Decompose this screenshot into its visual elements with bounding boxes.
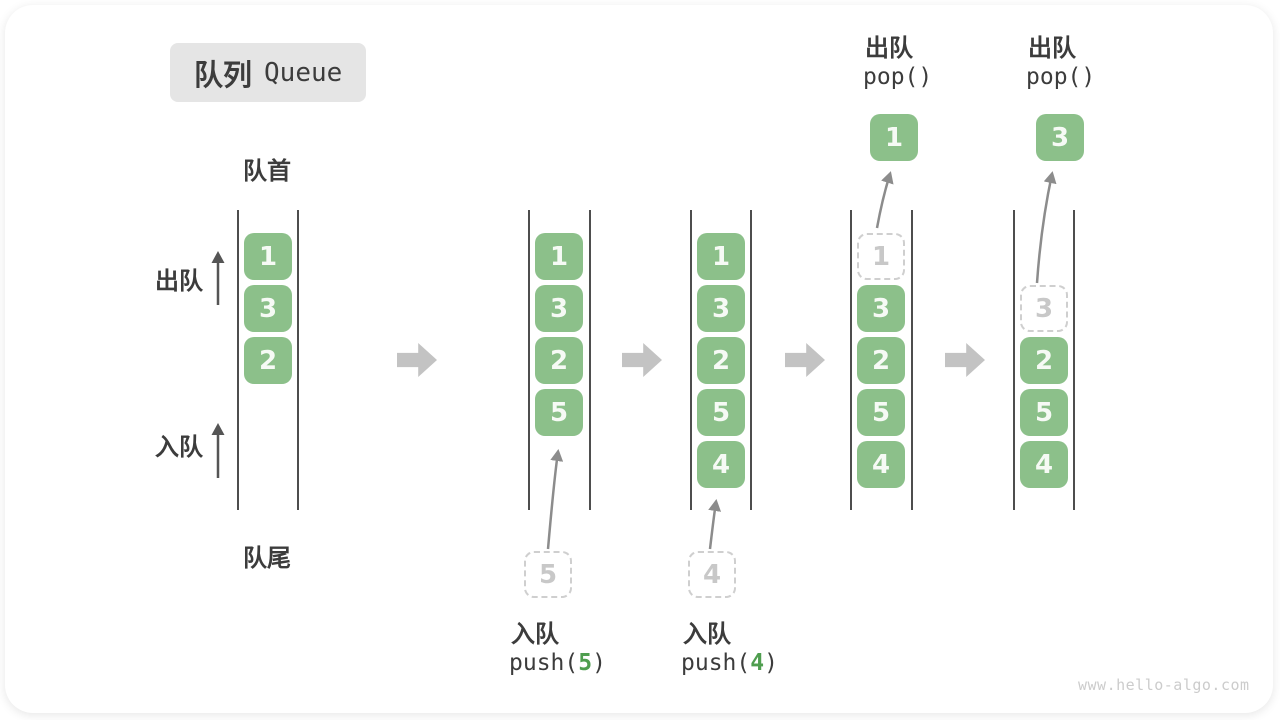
queue-cell: 2 xyxy=(1020,337,1068,384)
queue-cell: 1 xyxy=(697,233,745,280)
code-close: ) xyxy=(764,650,778,676)
queue-wall xyxy=(850,210,852,510)
code-close: ) xyxy=(592,650,606,676)
watermark: www.hello-algo.com xyxy=(1078,676,1250,694)
ghost-cell: 1 xyxy=(857,233,905,280)
popped-cell: 1 xyxy=(870,114,918,161)
title-en: Queue xyxy=(264,57,343,88)
queue-cell: 5 xyxy=(535,389,583,436)
queue-wall xyxy=(589,210,591,510)
title-zh: 队列 xyxy=(194,57,253,92)
queue-wall xyxy=(297,210,299,510)
queue-cell: 3 xyxy=(244,285,292,332)
queue-wall xyxy=(528,210,530,510)
label-enqueue-op: 入队 xyxy=(683,620,731,648)
ghost-cell: 3 xyxy=(1020,285,1068,332)
code-arg: 4 xyxy=(750,650,765,676)
pending-cell: 5 xyxy=(524,551,572,598)
label-dequeue-op: 出队 xyxy=(865,34,913,62)
queue-wall xyxy=(911,210,913,510)
code-push: push(5) xyxy=(509,650,606,676)
queue-cell: 4 xyxy=(857,441,905,488)
code-fn: push( xyxy=(509,650,579,676)
queue-cell: 5 xyxy=(857,389,905,436)
code-arg: 5 xyxy=(578,650,593,676)
label-dequeue-op: 出队 xyxy=(1028,34,1076,62)
queue-wall xyxy=(1073,210,1075,510)
title-box: 队列 Queue xyxy=(170,43,367,102)
popped-cell: 3 xyxy=(1036,114,1084,161)
queue-wall xyxy=(237,210,239,510)
queue-cell: 5 xyxy=(1020,389,1068,436)
queue-cell: 2 xyxy=(857,337,905,384)
queue-cell: 3 xyxy=(697,285,745,332)
queue-cell: 2 xyxy=(697,337,745,384)
queue-cell: 3 xyxy=(535,285,583,332)
queue-cell: 4 xyxy=(1020,441,1068,488)
queue-cell: 1 xyxy=(244,233,292,280)
code-pop: pop() xyxy=(1026,64,1096,90)
label-dequeue-side: 出队 xyxy=(155,267,203,295)
queue-cell: 3 xyxy=(857,285,905,332)
queue-wall xyxy=(690,210,692,510)
code-fn: push( xyxy=(681,650,751,676)
label-enqueue-op: 入队 xyxy=(511,620,559,648)
label-enqueue-side: 入队 xyxy=(155,433,203,461)
label-queue-rear: 队尾 xyxy=(243,544,291,572)
queue-wall xyxy=(1013,210,1015,510)
queue-cell: 5 xyxy=(697,389,745,436)
label-queue-front: 队首 xyxy=(243,157,291,185)
queue-cell: 4 xyxy=(697,441,745,488)
queue-cell: 2 xyxy=(244,337,292,384)
queue-wall xyxy=(750,210,752,510)
code-pop: pop() xyxy=(863,64,933,90)
queue-cell: 1 xyxy=(535,233,583,280)
pending-cell: 4 xyxy=(688,551,736,598)
code-push: push(4) xyxy=(681,650,778,676)
queue-cell: 2 xyxy=(535,337,583,384)
